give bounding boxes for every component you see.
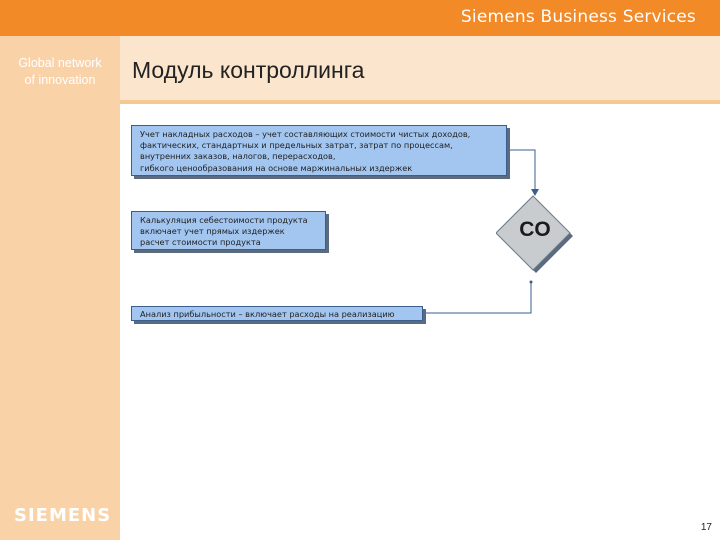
- tagline-line-1: Global network: [18, 56, 102, 70]
- connector-top-arrowhead: [531, 189, 539, 196]
- box2-line-2: включает учет прямых издержек: [140, 226, 285, 237]
- overhead-accounting-box: Учет накладных расходов – учет составляю…: [131, 125, 507, 176]
- title-band: [120, 36, 720, 100]
- profitability-analysis-box: Анализ прибыльности – включает расходы н…: [131, 306, 423, 321]
- connector-bottom-end-dot: [529, 280, 533, 284]
- siemens-logo: SIEMENS: [14, 505, 112, 526]
- title-divider: [120, 100, 720, 104]
- diamond-shape: [495, 195, 573, 273]
- sidebar: [0, 36, 120, 540]
- header-bar: Siemens Business Services: [0, 0, 720, 36]
- page-title: Модуль контроллинга: [132, 57, 365, 83]
- page-number: 17: [700, 522, 712, 533]
- connector-top: [507, 149, 536, 195]
- tagline: Global network of innovation: [0, 55, 120, 89]
- box2-line-1: Калькуляция себестоимости продукта: [140, 215, 308, 225]
- tagline-line-2: of innovation: [24, 73, 96, 87]
- co-module-label: CO: [519, 218, 551, 241]
- brand-name: Siemens Business Services: [460, 7, 696, 27]
- diamond-face: [495, 195, 571, 271]
- box3-line-1: Анализ прибыльности – включает расходы н…: [140, 309, 395, 319]
- product-costing-box: Калькуляция себестоимости продукта включ…: [131, 211, 326, 250]
- box1-line-2: фактических, стандартных и предельных за…: [140, 140, 453, 151]
- box1-line-3: внутренних заказов, налогов, перерасходо…: [140, 151, 336, 162]
- connector-bottom: [423, 282, 532, 314]
- box1-line-4: гибкого ценообразования на основе маржин…: [140, 162, 413, 173]
- box1-line-1: Учет накладных расходов – учет составляю…: [140, 129, 471, 139]
- box2-line-3: расчет стоимости продукта: [140, 237, 261, 248]
- co-module-diamond: [495, 195, 574, 273]
